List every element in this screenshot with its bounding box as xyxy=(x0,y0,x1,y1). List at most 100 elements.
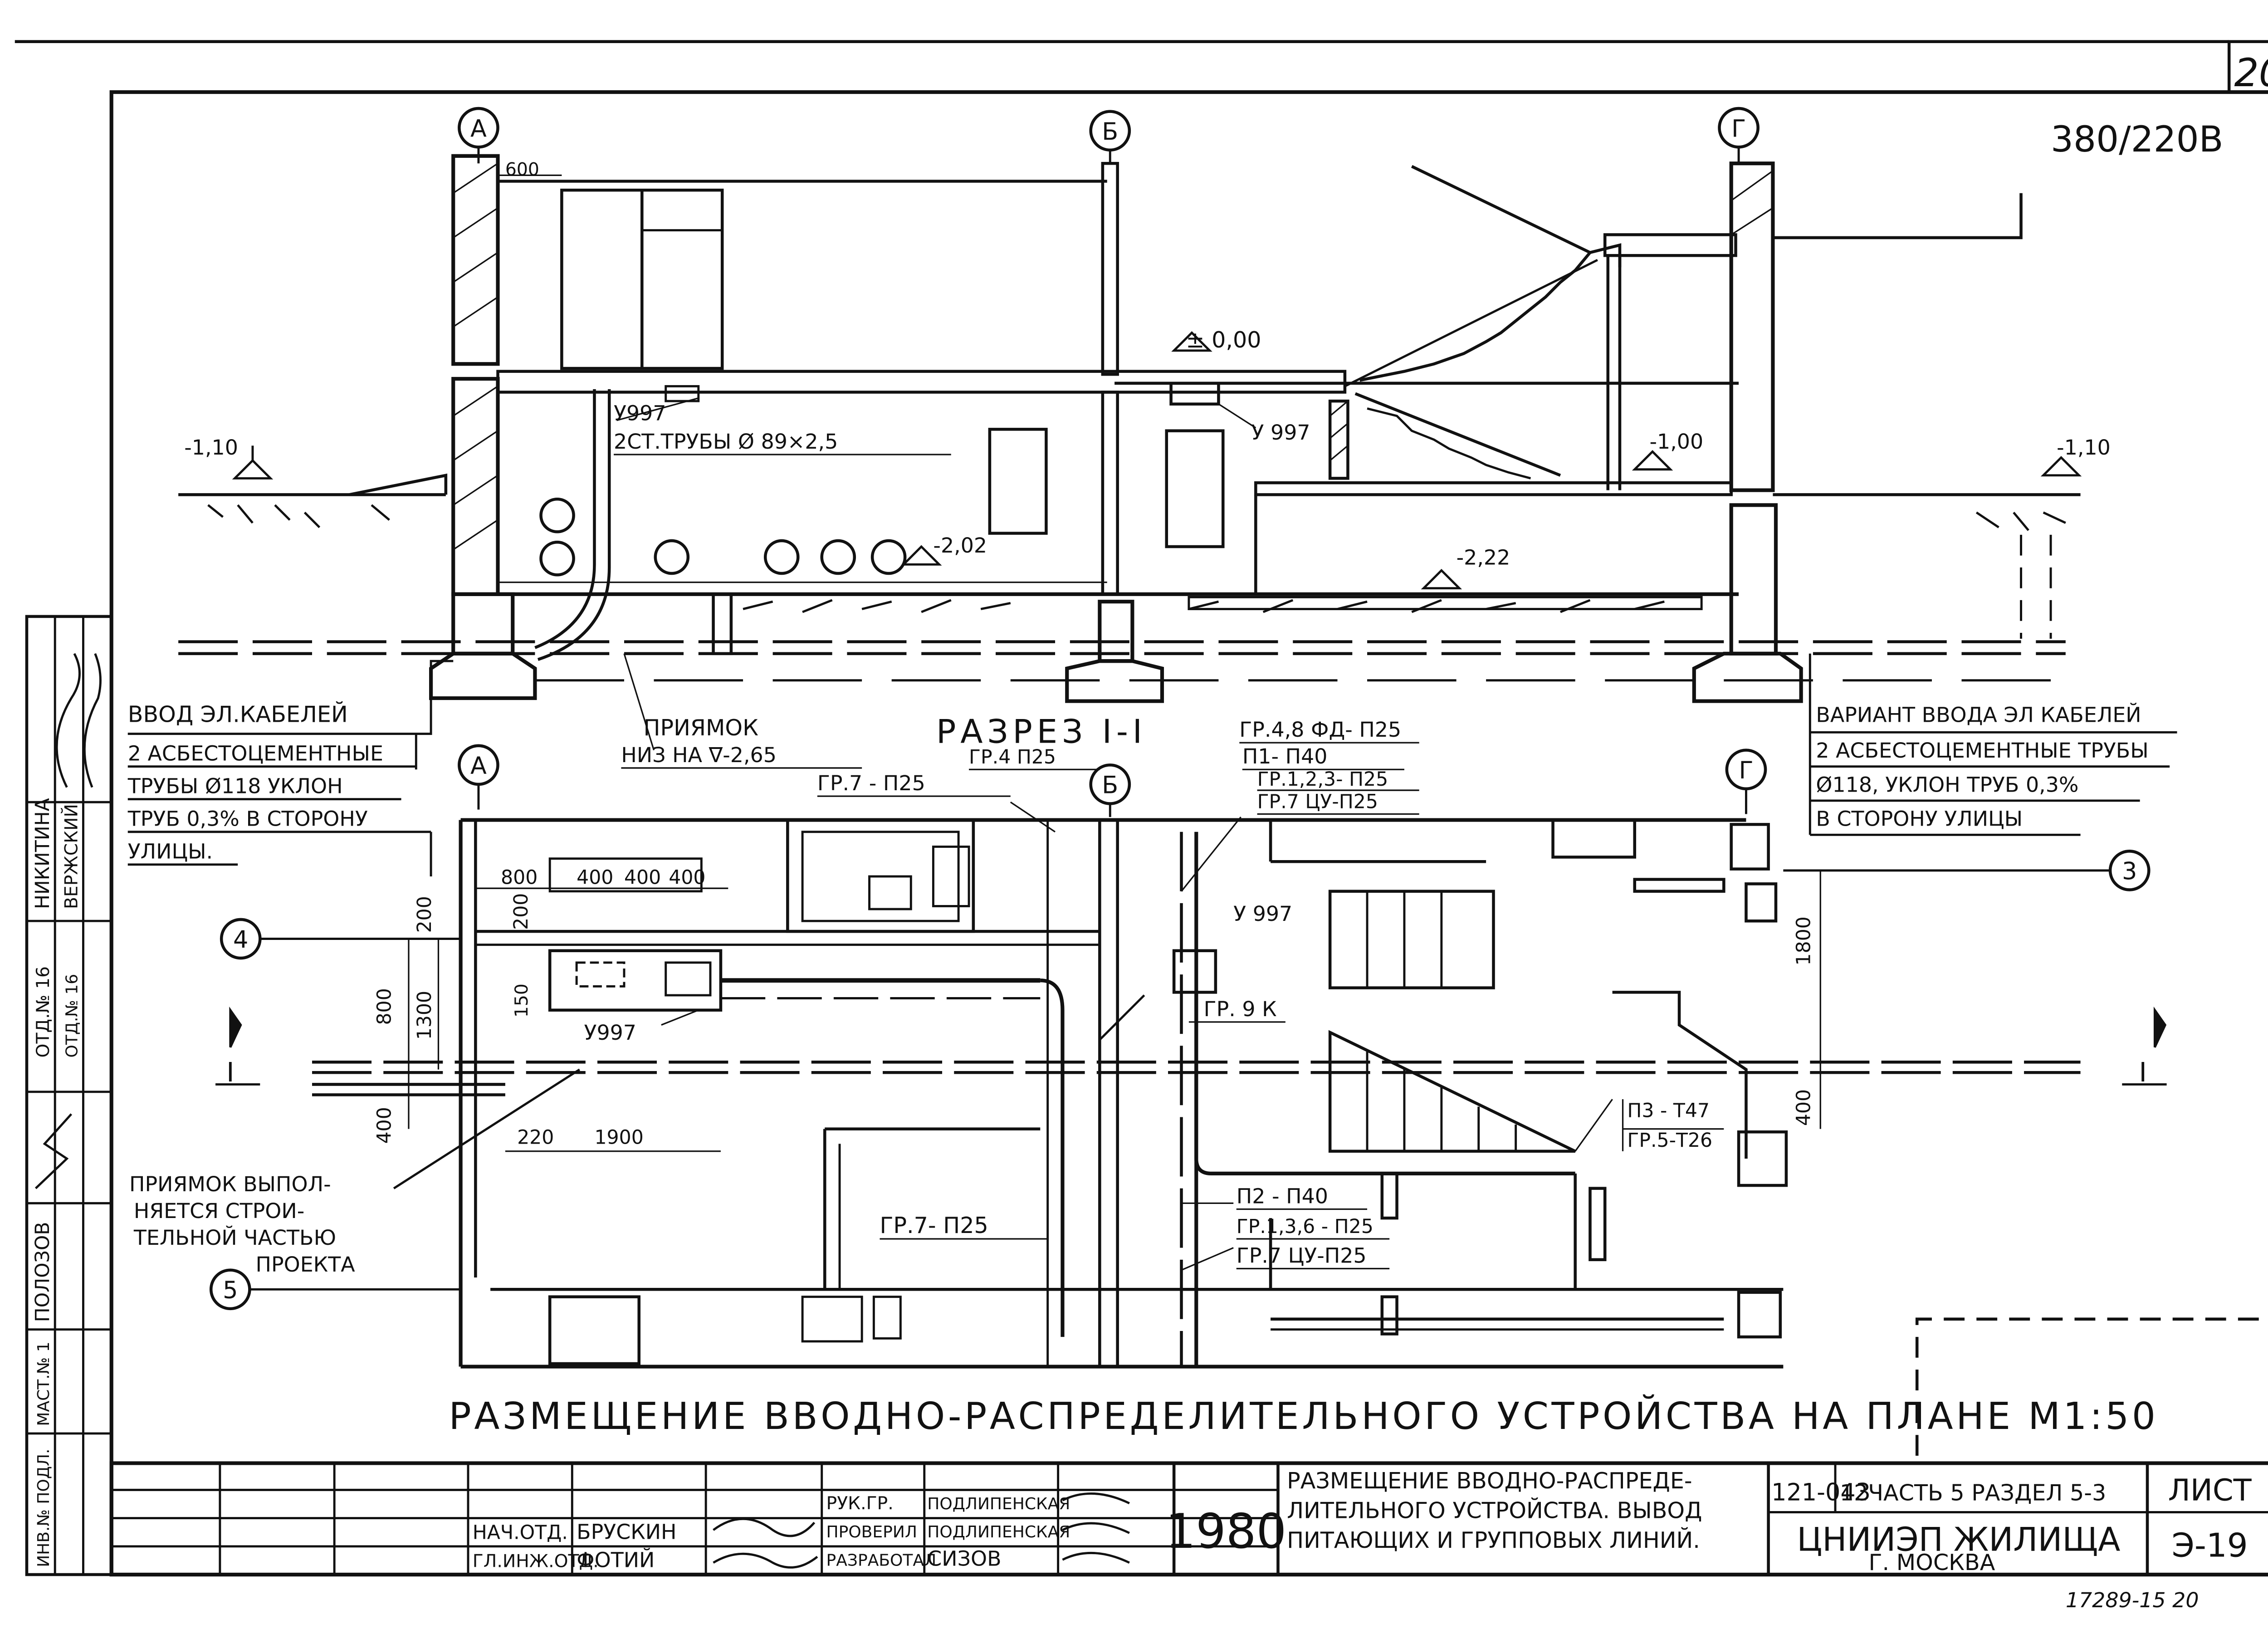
footer-mark: 17289-15 20 xyxy=(2066,1588,2199,1612)
pit-bottom: НИЗ НА ∇-2,65 xyxy=(621,743,777,767)
title-block xyxy=(109,1461,2268,1577)
section-axis-b xyxy=(1089,110,1131,164)
description-line-3: ПИТАЮЩИХ И ГРУППОВЫХ ЛИНИЙ. xyxy=(1287,1526,1700,1553)
section-labels: А Б Г 600 ± 0,00 -1,10 -1,10 -1,00 -2,02… xyxy=(184,115,2111,769)
sheet-code: Э-19 xyxy=(2172,1526,2248,1565)
u997-box-label: У997 xyxy=(584,1020,636,1045)
dim-400-right: 400 xyxy=(1792,1089,1815,1126)
p3-label: П3 - Т47 xyxy=(1627,1099,1710,1122)
side-inv: ИНВ.№ ПОДЛ. xyxy=(34,1449,53,1567)
side-name-2: ВЕРЖСКИЙ xyxy=(60,804,82,909)
year: 1980 xyxy=(1165,1504,1286,1559)
left-note-line-3: ТРУБЫ Ø118 УКЛОН xyxy=(127,774,343,798)
sheet-label: ЛИСТ xyxy=(2168,1473,2252,1507)
section-axis-a-label: А xyxy=(470,115,487,142)
plan-title: РАЗМЕЩЕНИЕ ВВОДНО-РАСПРЕДЕЛИТЕЛЬНОГО УСТ… xyxy=(449,1394,2158,1438)
section-title: РАЗРЕЗ I-I xyxy=(936,712,1147,750)
gr9k-label: ГР. 9 К xyxy=(1204,997,1277,1021)
part-section: 12ЧАСТЬ 5 РАЗДЕЛ 5-3 xyxy=(1840,1479,2106,1506)
description-line-1: РАЗМЕЩЕНИЕ ВВОДНО-РАСПРЕДЕ- xyxy=(1287,1468,1692,1494)
gr48-label: ГР.4,8 ФД- П25 xyxy=(1239,717,1401,742)
pit-note-line-1: ПРИЯМОК ВЫПОЛ- xyxy=(129,1172,331,1196)
title-block-text: НАЧ.ОТД. ГЛ.ИНЖ.ОТД. БРУСКИН ФОТИЙ РУК.Г… xyxy=(473,1468,2252,1575)
section-axis-g xyxy=(1718,107,1760,164)
plan-axis-g-label: Г xyxy=(1739,757,1753,784)
p1-label: П1- П40 xyxy=(1242,744,1328,768)
name-sizov: СИЗОВ xyxy=(927,1546,1001,1570)
u997-label-a: У997 xyxy=(614,401,666,426)
dim-200-b: 200 xyxy=(510,893,533,930)
section-mark-right: I xyxy=(2139,1057,2146,1088)
gr5-label: ГР.5-Т26 xyxy=(1627,1129,1712,1152)
side-name-1: НИКИТИНА xyxy=(31,798,54,909)
plan-axis-b xyxy=(1089,763,1131,817)
side-dept-2: ОТД.№ 16 xyxy=(63,974,81,1058)
pit-note-line-3: ТЕЛЬНОЙ ЧАСТЬЮ xyxy=(133,1225,336,1250)
gr7-top-label: ГР.7 - П25 xyxy=(817,771,925,795)
pit-note-line-4: ПРОЕКТА xyxy=(255,1252,355,1277)
dim-600: 600 xyxy=(505,159,539,180)
pit-title: ПРИЯМОК xyxy=(644,714,758,741)
dim-220: 220 xyxy=(517,1126,554,1149)
side-polozov: ПОЛОЗОВ xyxy=(31,1222,54,1322)
gr4-label: ГР.4 П25 xyxy=(969,746,1056,768)
role-ruk-gr: РУК.ГР. xyxy=(826,1493,894,1514)
side-stamp: НИКИТИНА ВЕРЖСКИЙ ОТД.№ 16 ОТД.№ 16 ПОЛО… xyxy=(25,615,113,1576)
name-podlipenskaya-2: ПОДЛИПЕНСКАЯ xyxy=(927,1523,1070,1541)
pipes-label: 2СТ.ТРУБЫ Ø 89×2,5 xyxy=(614,429,838,454)
name-podlipenskaya-1: ПОДЛИПЕНСКАЯ xyxy=(927,1495,1070,1513)
dim-1800: 1800 xyxy=(1792,916,1815,965)
plan-axis-5-label: 5 xyxy=(223,1277,238,1304)
dim-1900: 1900 xyxy=(594,1126,643,1149)
dim-400-vertical: 400 xyxy=(373,1107,396,1144)
gr7cu-top-label: ГР.7 ЦУ-П25 xyxy=(1257,790,1378,813)
dim-800: 800 xyxy=(501,866,538,889)
elev-m110-right: -1,10 xyxy=(2057,435,2111,460)
voltage-label: 380/220В xyxy=(2051,118,2224,160)
gr123-label: ГР.1,2,3- П25 xyxy=(1257,768,1388,791)
elev-m222: -2,22 xyxy=(1457,545,1510,569)
plan-axis-3-label: 3 xyxy=(2122,858,2137,885)
plan-axis-3 xyxy=(1783,850,2151,891)
plan-axis-g xyxy=(1725,749,1767,814)
plan-labels: А Б Г 4 5 3 I I 800 400 400 400 200 200 … xyxy=(129,717,2147,1304)
section-drawing xyxy=(178,107,2082,751)
plan-axis-4 xyxy=(220,918,461,960)
plan-axis-a xyxy=(458,744,499,810)
organization: ЦНИИЭП ЖИЛИЩА xyxy=(1797,1521,2120,1559)
right-note-line-3: Ø118, УКЛОН ТРУБ 0,3% xyxy=(1816,772,2078,797)
plan-axis-b-label: Б xyxy=(1102,772,1118,799)
left-note-line-5: УЛИЦЫ. xyxy=(128,839,213,864)
city: Г. МОСКВА xyxy=(1869,1549,1995,1575)
dim-150: 150 xyxy=(512,983,532,1018)
elev-m100: -1,00 xyxy=(1650,429,1704,454)
role-gl-inzh: ГЛ.ИНЖ.ОТД. xyxy=(473,1551,599,1572)
left-note-line-1: ВВОД ЭЛ.КАБЕЛЕЙ xyxy=(128,700,348,727)
left-note-line-2: 2 АСБЕСТОЦЕМЕНТНЫЕ xyxy=(128,741,383,766)
side-dept-1: ОТД.№ 16 xyxy=(33,966,54,1057)
pit-note-line-2: НЯЕТСЯ СТРОИ- xyxy=(134,1199,304,1223)
p2-label: П2 - П40 xyxy=(1237,1184,1328,1208)
left-cable-note: ВВОД ЭЛ.КАБЕЛЕЙ 2 АСБЕСТОЦЕМЕНТНЫЕ ТРУБЫ… xyxy=(127,660,454,876)
side-mast: МАСТ.№ 1 xyxy=(34,1341,53,1426)
section-axis-b-label: Б xyxy=(1102,118,1118,146)
elev-m202: -2,02 xyxy=(933,533,987,558)
sheet-number: 20 xyxy=(2234,51,2268,96)
gr7cu-bot-label: ГР.7 ЦУ-П25 xyxy=(1237,1243,1367,1267)
dim-800-vertical: 800 xyxy=(373,988,396,1025)
dim-400-b: 400 xyxy=(624,866,661,889)
dim-400-c: 400 xyxy=(669,866,705,889)
gr136-label: ГР.1,3,6 - П25 xyxy=(1237,1215,1374,1238)
elev-zero: ± 0,00 xyxy=(1186,327,1261,353)
u997-plan-label: У 997 xyxy=(1233,901,1292,926)
u997-label-b: У 997 xyxy=(1251,420,1310,445)
gr7-bot-label: ГР.7- П25 xyxy=(880,1212,988,1238)
title-signatures xyxy=(713,1492,1130,1569)
left-note-line-4: ТРУБ 0,3% В СТОРОНУ xyxy=(127,807,368,831)
name-fotiy: ФОТИЙ xyxy=(577,1548,655,1572)
role-nach-otd: НАЧ.ОТД. xyxy=(473,1521,568,1544)
right-note-line-1: ВАРИАНТ ВВОДА ЭЛ КАБЕЛЕЙ xyxy=(1816,702,2141,727)
plan-drawing xyxy=(209,744,2167,1369)
dim-200-a: 200 xyxy=(413,896,436,933)
